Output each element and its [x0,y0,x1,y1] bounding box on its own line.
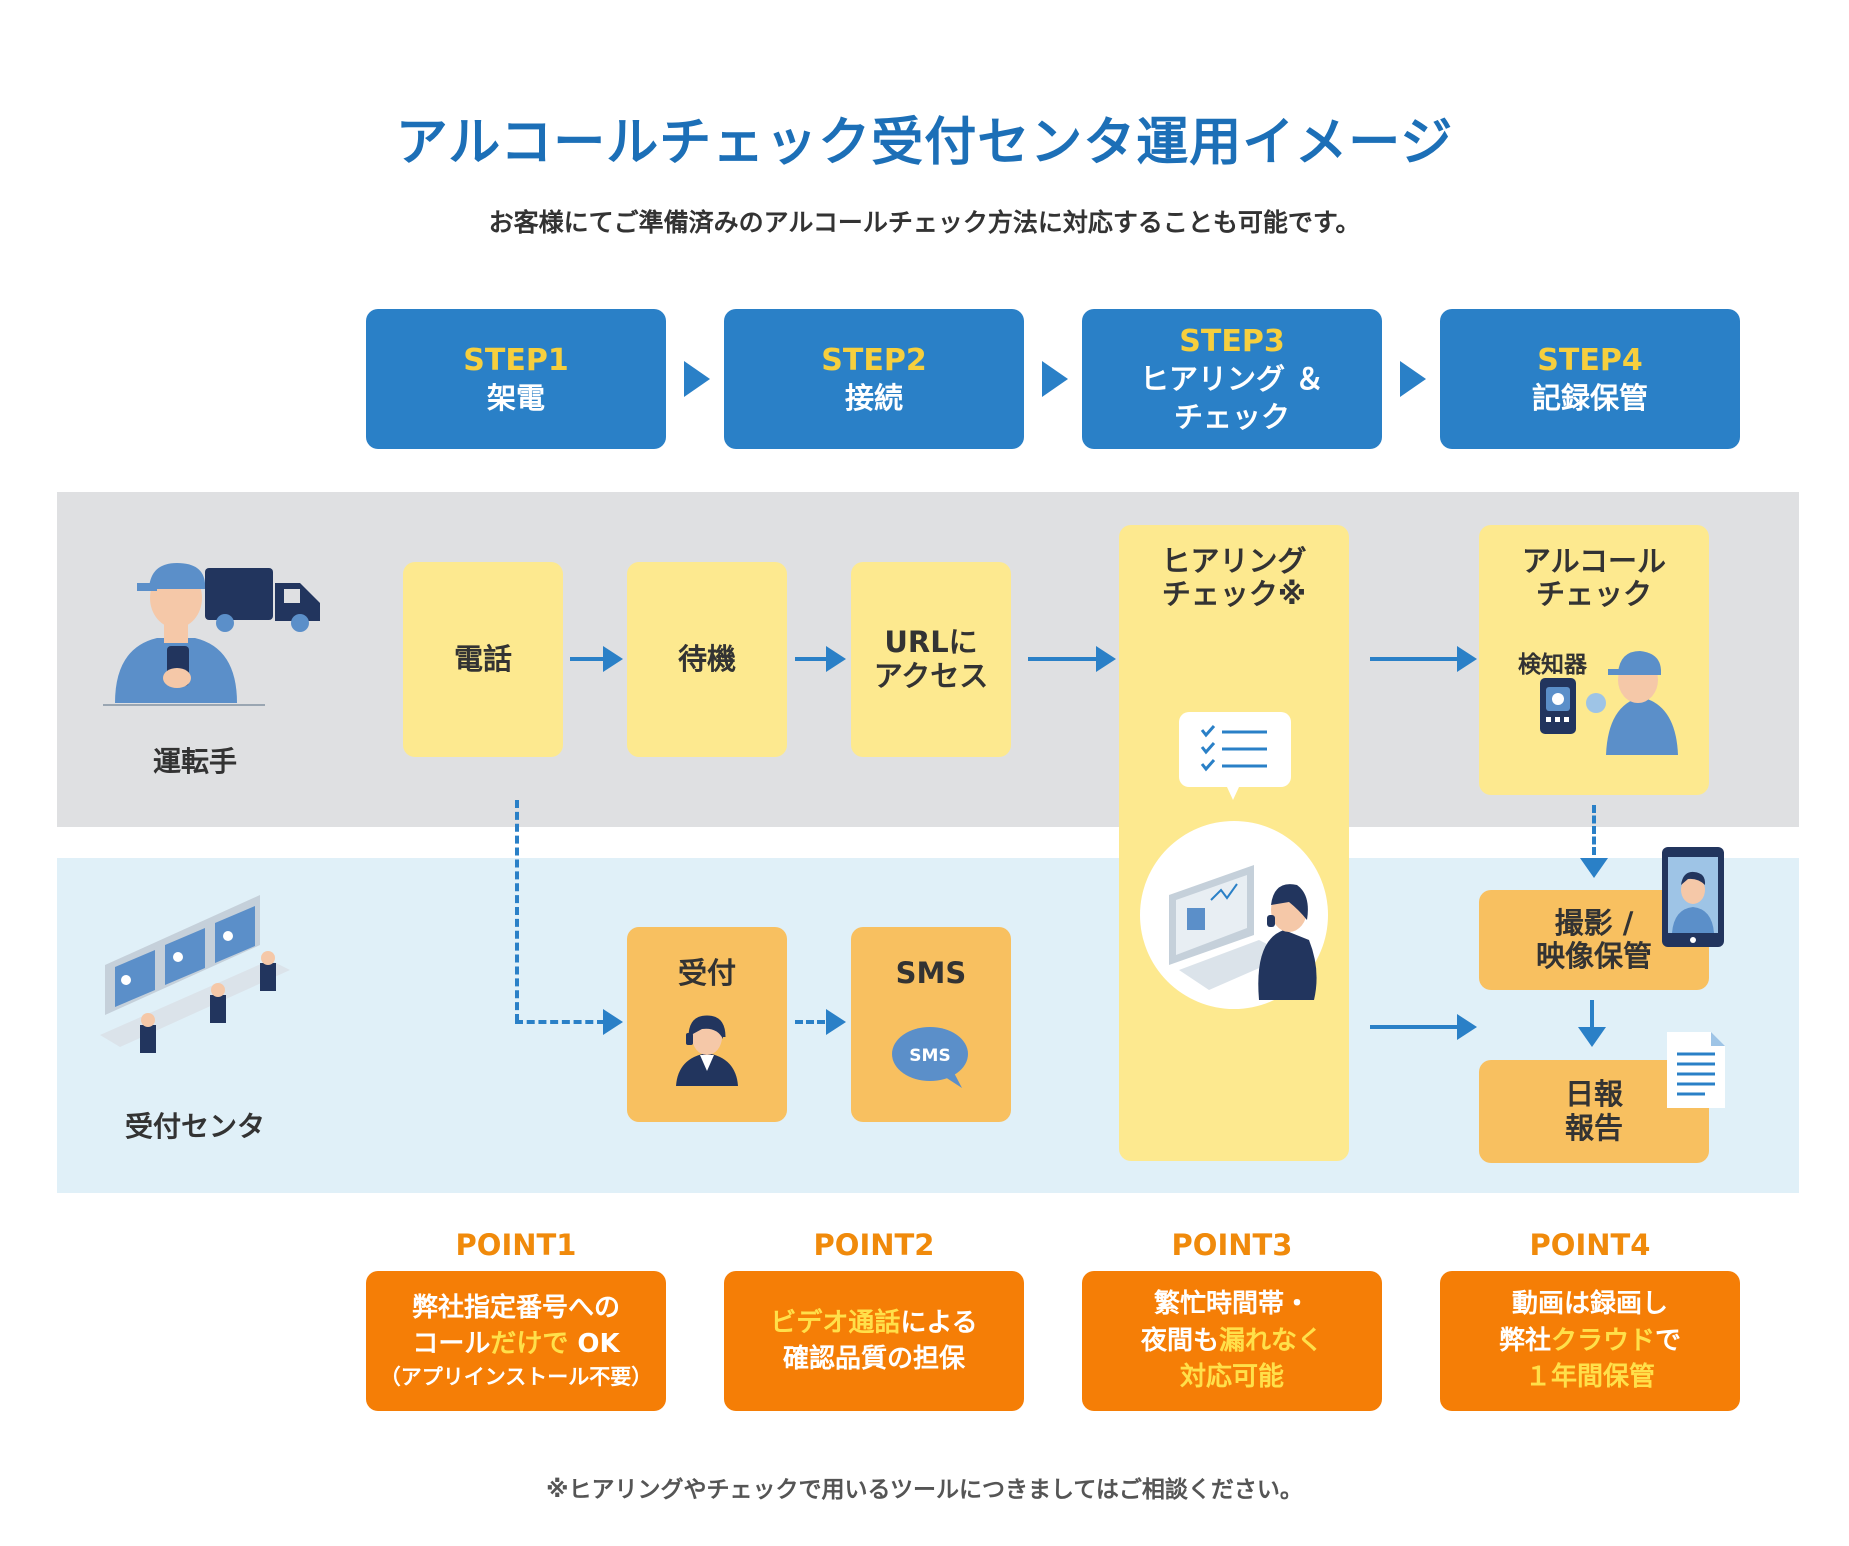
lane-label-center: 受付センタ [124,1110,265,1143]
step-3-label-line2: チェック [1173,399,1290,434]
point-4-cloud: クラウド [1550,1325,1655,1356]
step-3: STEP3 ヒアリング ＆ チェック [1082,309,1382,449]
document-icon [1667,1032,1725,1108]
step-2-number: STEP2 [821,342,927,378]
point-3-box: 繁忙時間帯・ 夜間も漏れなく 対応可能 [1082,1271,1382,1411]
detector-label: 検知器 [1518,652,1587,678]
arrow-down-icon [1580,858,1608,878]
point-2-box: ビデオ通話による 確認品質の担保 [724,1271,1024,1411]
url-label: URLに [884,625,978,660]
checklist-bubble-icon [1179,712,1291,800]
step-4-number: STEP4 [1537,342,1643,378]
point-3-line3: 対応可能 [1179,1362,1284,1393]
arrow-right-icon [826,1009,846,1035]
footnote: ※ヒアリングやチェックで用いるツールにつきましてはご相談ください。 [546,1477,1303,1503]
sms-box: SMS [851,927,1011,1122]
arrow-right-icon [1457,646,1477,672]
page-title: アルコールチェック受付センタ運用イメージ [395,113,1454,173]
phone-box: 電話 [403,562,563,757]
wait-box: 待機 [627,562,787,757]
arrow-right-icon [1457,1014,1477,1040]
daily-report-label: 日報 [1564,1077,1623,1112]
arrow-right-icon [826,646,846,672]
point-1-line1: 弊社指定番号への [411,1292,620,1323]
arrow-line [1370,1025,1460,1029]
dashed-connector [515,1020,605,1024]
point-4-line1: 動画は録画し [1511,1289,1668,1320]
alcohol-label: アルコール [1521,544,1667,578]
sms-label: SMS [895,956,967,990]
check-label: チェック※ [1161,577,1307,612]
point-3-no-miss: 漏れなく [1219,1325,1324,1356]
point-3-night: 夜間も [1140,1325,1219,1356]
arrow-down-icon [1578,1027,1606,1047]
arrow-right-icon [603,1009,623,1035]
point-2-line1: ビデオ通話による [770,1305,977,1341]
step-4-label: 記録保管 [1531,380,1648,415]
point-4-line2: 弊社クラウドで [1499,1323,1681,1359]
arrow-right-icon [603,646,623,672]
point-4-de: で [1655,1325,1682,1356]
detector-driver-icon [1540,651,1678,755]
phone-label: 電話 [453,641,512,676]
step-3-number: STEP3 [1179,323,1285,359]
point-2-label: POINT2 [813,1228,935,1262]
call-center-icon [100,895,290,1053]
video-storage-label: 映像保管 [1535,939,1652,973]
point-1-only: だけで [490,1329,569,1360]
reception-label: 受付 [677,956,736,990]
sms-bubble-icon: SMS [892,1027,968,1088]
arrow-line [795,657,828,661]
dashed-connector [515,800,519,1022]
arrow-line [1028,657,1098,661]
tablet-video-icon [1662,847,1724,947]
point-1-line2: コールだけで OK [412,1326,619,1362]
point-2-video-call: ビデオ通話 [770,1307,901,1338]
point-1-box: 弊社指定番号への コールだけで OK （アプリインストール不要） [366,1271,666,1411]
step-1-label: 架電 [486,380,545,415]
driver-with-truck-icon [103,563,320,706]
point-4-company: 弊社 [1498,1325,1551,1356]
step-4: STEP4 記録保管 [1440,309,1740,449]
wait-label: 待機 [677,641,736,676]
point-1-note: （アプリインストール不要） [379,1364,653,1389]
point-4-label: POINT4 [1529,1228,1651,1262]
step-arrow-icon [684,361,710,397]
arrow-line [570,657,605,661]
point-4-box: 動画は録画し 弊社クラウドで １年間保管 [1440,1271,1740,1411]
hearing-label: ヒアリング [1161,544,1307,578]
operator-video-call-icon [1140,821,1328,1009]
page-subtitle: お客様にてご準備済みのアルコールチェック方法に対応することも可能です。 [488,208,1361,237]
dashed-connector [795,1020,825,1024]
step-arrow-icon [1400,361,1426,397]
step-arrow-icon [1042,361,1068,397]
arrow-line [1370,657,1460,661]
lane-label-driver: 運転手 [152,745,237,778]
point-2-line2: 確認品質の担保 [782,1344,965,1374]
point-2-by: による [900,1307,978,1338]
record-label: 撮影 / [1554,905,1634,940]
point-3-label: POINT3 [1171,1228,1293,1262]
sms-bubble-text: SMS [909,1046,950,1066]
point-3-line2: 夜間も漏れなく [1141,1323,1323,1359]
dashed-connector [1592,805,1596,855]
step-1: STEP1 架電 [366,309,666,449]
step-2-label: 接続 [844,380,903,415]
point-1-label: POINT1 [455,1228,577,1262]
report-label: 報告 [1564,1110,1623,1145]
alcohol-check-label: チェック [1535,577,1652,612]
url-access-box: URLに アクセス [851,562,1011,757]
point-1-ok: OK [568,1329,620,1360]
step-2: STEP2 接続 [724,309,1024,449]
point-4-line3: １年間保管 [1524,1362,1655,1393]
step-1-number: STEP1 [463,342,569,378]
point-1-call: コール [412,1329,491,1360]
access-label: アクセス [873,658,989,693]
operator-icon [676,1015,738,1086]
point-3-line1: 繁忙時間帯・ [1153,1289,1310,1320]
step-3-label: ヒアリング ＆ [1139,361,1325,396]
arrow-right-icon [1096,646,1116,672]
arrow-line [1590,1000,1594,1030]
